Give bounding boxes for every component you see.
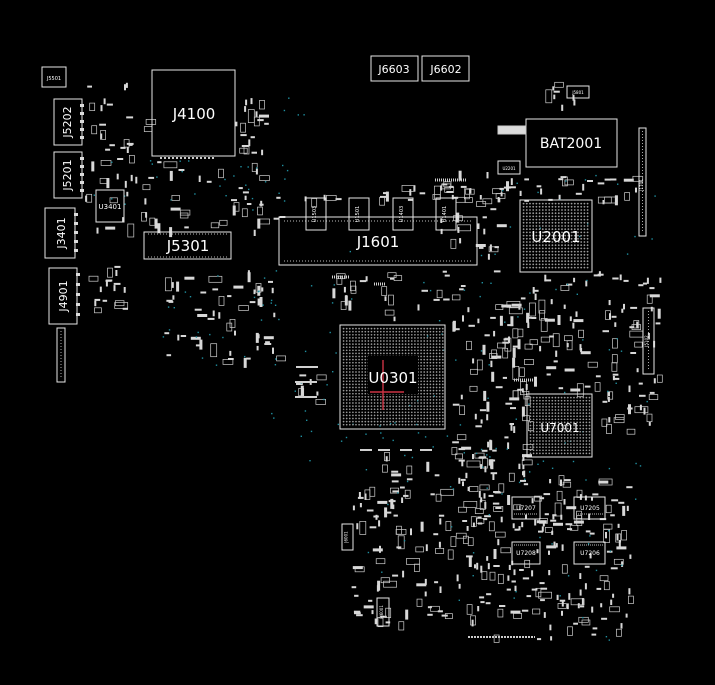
component-j4100[interactable]: J4100 — [151, 69, 236, 159]
component-u1401[interactable]: U1401 — [435, 197, 457, 231]
label-u7205: U7205 — [580, 505, 600, 512]
label-j4901: J4901 — [57, 280, 70, 312]
component-u1403[interactable]: U1403 — [392, 197, 414, 231]
label-j5102: J5102 — [644, 335, 649, 348]
label-pj6001: PJ6001 — [379, 605, 384, 619]
component-u7205[interactable]: U7205 — [573, 496, 606, 520]
component-u3401[interactable]: U3401 — [95, 189, 125, 223]
component-bat2001[interactable]: BAT2001 — [497, 118, 618, 168]
component-j5102[interactable]: J5102 — [642, 307, 655, 375]
component-j5201[interactable]: J5201 — [53, 151, 84, 199]
label-u2001: U2001 — [531, 228, 580, 246]
component-u7206[interactable]: U7206 — [573, 541, 606, 565]
label-u1503: U1503 — [312, 206, 318, 222]
label-j5301: J5301 — [166, 237, 210, 255]
component-u1501[interactable]: U1501 — [348, 197, 370, 231]
component-j5801[interactable]: J5801 — [566, 85, 590, 99]
component-j5501[interactable]: J5501 — [41, 66, 67, 88]
label-u1401: U1401 — [442, 206, 448, 222]
label-u2201: U2201 — [502, 166, 516, 171]
label-j5202: J5202 — [61, 106, 74, 138]
component-u7208[interactable]: U7208 — [511, 541, 541, 565]
label-j5201: J5201 — [61, 159, 74, 191]
label-u1501: U1501 — [355, 206, 361, 222]
label-u7206: U7206 — [580, 550, 600, 557]
component-pj6001[interactable]: PJ6001 — [376, 597, 390, 627]
label-j3401: J3401 — [55, 217, 68, 249]
strip-connector-left — [56, 327, 66, 383]
component-u7001[interactable]: U7001 — [526, 393, 593, 458]
component-j6602[interactable]: J6602 — [421, 55, 470, 82]
label-j4100: J4100 — [172, 105, 216, 123]
label-u7001: U7001 — [540, 421, 579, 435]
component-j3401[interactable]: J3401 — [44, 207, 78, 259]
label-bat2001: BAT2001 — [540, 136, 602, 152]
bga-grid-u7001 — [529, 396, 591, 455]
label-j1701: J1701 — [639, 179, 644, 192]
label-j6603: J6603 — [377, 63, 409, 76]
component-u0301[interactable]: U0301 — [339, 324, 446, 430]
component-j6603[interactable]: J6603 — [370, 55, 419, 82]
label-j5801: J5801 — [571, 90, 584, 95]
component-j4901[interactable]: J4901 — [48, 267, 80, 325]
component-j5202[interactable]: J5202 — [53, 98, 84, 146]
label-u1403: U1403 — [399, 206, 405, 222]
component-j1601[interactable]: J1601 — [278, 216, 478, 266]
component-u2201[interactable]: U2201 — [497, 160, 521, 175]
component-j6001[interactable]: J6001 — [341, 523, 354, 551]
component-u7207[interactable]: U7207 — [511, 496, 541, 520]
component-u2001[interactable]: U2001 — [519, 199, 593, 273]
component-j5301[interactable]: J5301 — [143, 231, 232, 260]
label-j1601: J1601 — [356, 233, 400, 251]
label-j6602: J6602 — [429, 63, 461, 76]
component-u1503[interactable]: U1503 — [305, 197, 327, 231]
label-u3401: U3401 — [99, 203, 122, 211]
bga-grid-u2001 — [522, 202, 589, 269]
label-j6001: J6001 — [344, 531, 349, 544]
label-u7208: U7208 — [516, 550, 536, 557]
label-u0301: U0301 — [368, 369, 417, 387]
component-j1701[interactable]: J1701 — [638, 127, 647, 237]
label-j5501: J5501 — [46, 76, 61, 82]
label-u7207: U7207 — [516, 505, 536, 512]
